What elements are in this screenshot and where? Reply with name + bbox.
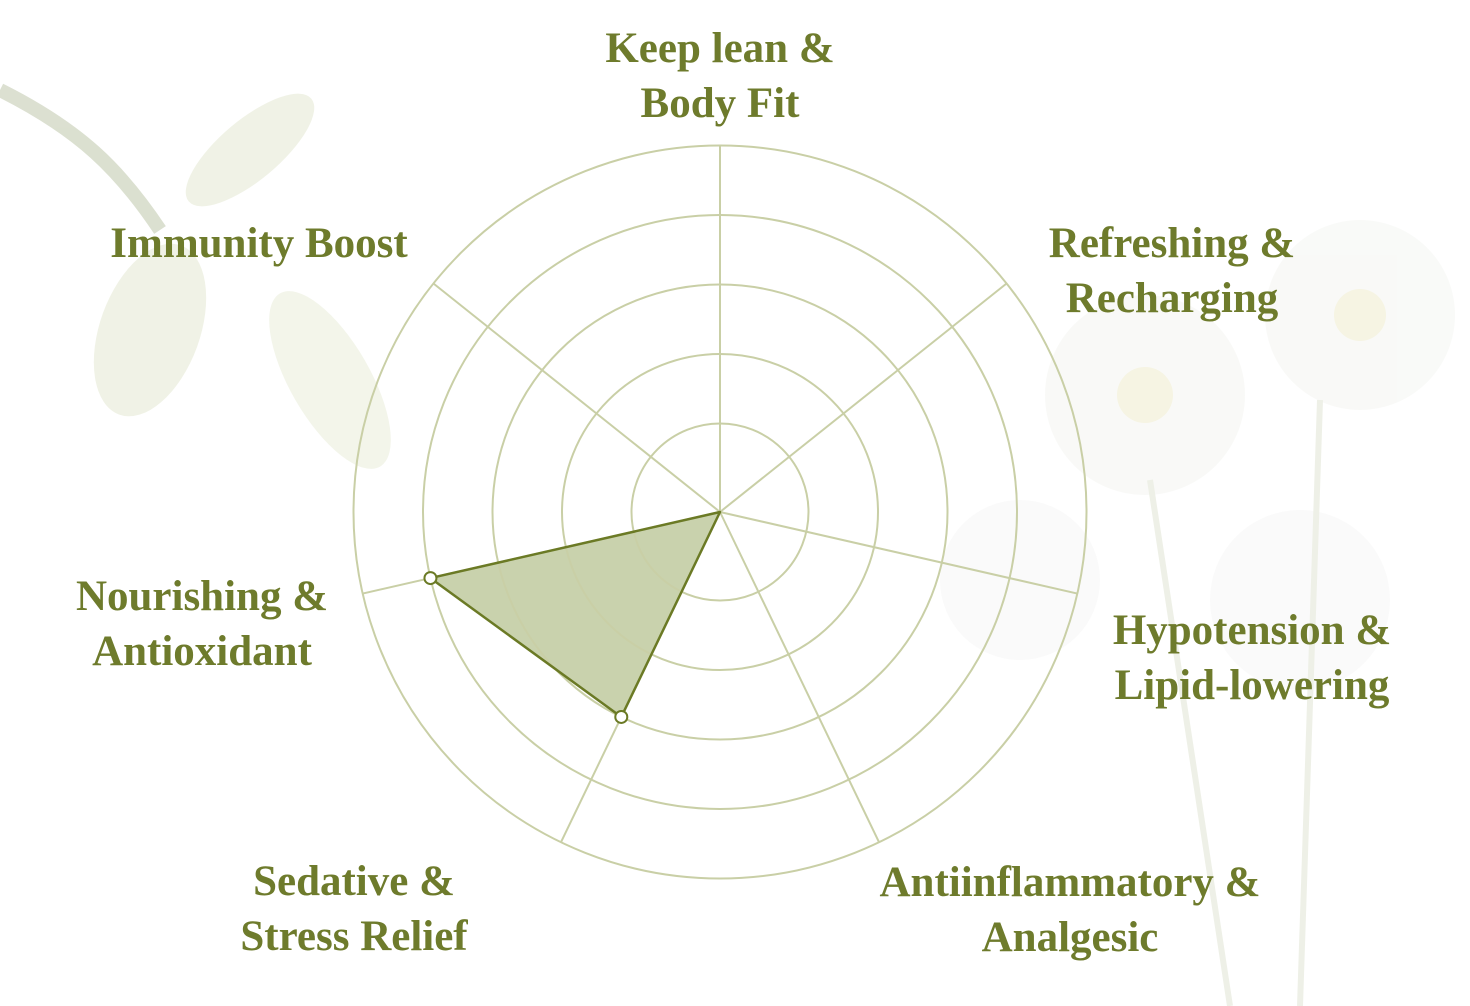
axis-label-immunity: Immunity Boost [110, 220, 408, 267]
data-point [614, 709, 629, 724]
leaf-illustration [0, 83, 391, 469]
axis-label-sedative: Sedative &Stress Relief [240, 858, 468, 960]
axis-label-antiinflammatory: Antiinflammatory &Analgesic [879, 859, 1261, 961]
axis-label-keep-lean: Keep lean &Body Fit [605, 25, 835, 127]
grid-spoke [432, 282, 721, 513]
grid-spoke [719, 282, 1008, 513]
daisy-illustration [940, 220, 1455, 1006]
axis-label-nourishing: Nourishing &Antioxidant [75, 573, 329, 675]
axis-label-hypotension: Hypotension &Lipid-lowering [1112, 607, 1392, 709]
data-point [423, 571, 438, 586]
grid-spoke [719, 511, 1078, 595]
data-outline [429, 510, 722, 719]
grid-spoke [719, 511, 880, 843]
axis-label-refreshing: Refreshing &Recharging [1048, 220, 1296, 322]
